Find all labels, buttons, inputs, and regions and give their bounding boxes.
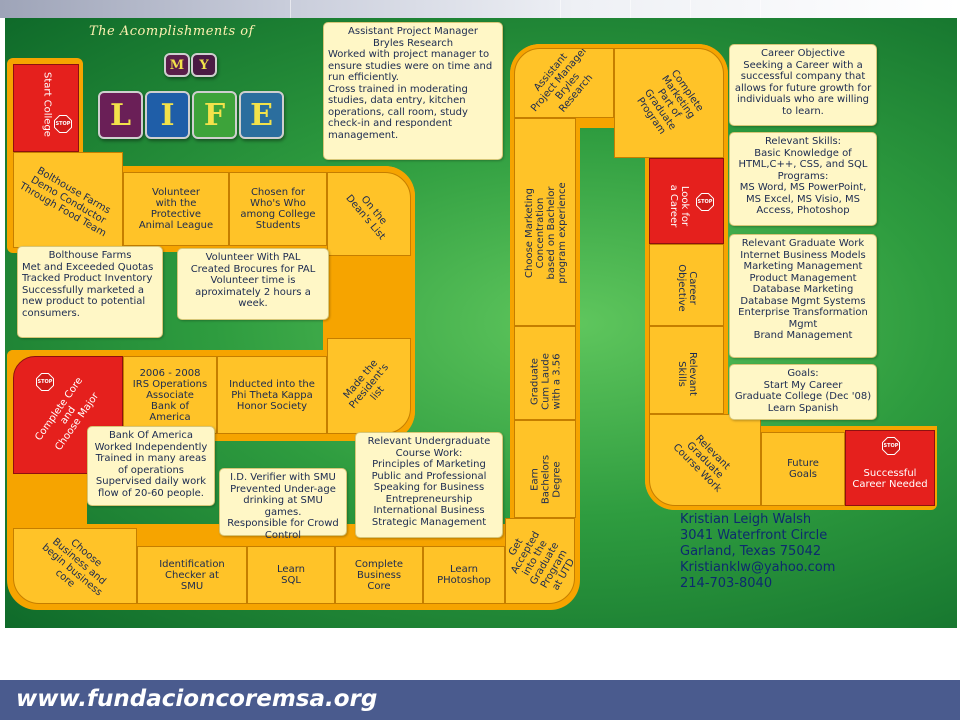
title-tile-l: L	[98, 91, 143, 139]
square-start-college: Start College STOP	[13, 64, 79, 152]
card-relevant-skills: Relevant Skills: Basic Knowledge of HTML…	[729, 132, 877, 226]
poster-title: The Acomplishments of	[89, 24, 254, 39]
board-game-poster: The Acomplishments of M Y L I F E Start …	[5, 18, 957, 628]
card-volunteer-pal: Volunteer With PAL Created Brocures for …	[177, 248, 329, 320]
card-bank-of-america: Bank Of America Worked Independently Tra…	[87, 426, 215, 506]
card-assistant-pm: Assistant Project Manager Bryles Researc…	[323, 22, 503, 160]
stop-sign-icon: STOP	[882, 437, 900, 455]
contact-city: Garland, Texas 75042	[680, 544, 822, 559]
card-career-objective: Career Objective Seeking a Career with a…	[729, 44, 877, 126]
title-tile-m: M	[164, 53, 190, 77]
contact-name: Kristian Leigh Walsh	[680, 512, 812, 527]
card-relevant-graduate-work: Relevant Graduate Work Internet Business…	[729, 234, 877, 358]
title-tile-y: Y	[191, 53, 217, 77]
contact-street: 3041 Waterfront Circle	[680, 528, 828, 543]
card-undergrad-coursework: Relevant Undergraduate Course Work: Prin…	[355, 432, 503, 538]
card-id-verifier: I.D. Verifier with SMU Prevented Under-a…	[219, 468, 347, 541]
card-bolthouse: Bolthouse Farms Met and Exceeded Quotas …	[17, 246, 163, 338]
contact-email: Kristianklw@yahoo.com	[680, 560, 836, 575]
title-tile-e: E	[239, 91, 284, 139]
contact-phone: 214-703-8040	[680, 576, 773, 591]
stop-sign-icon: STOP	[36, 373, 54, 391]
stop-sign-icon: STOP	[696, 193, 714, 211]
stop-sign-icon: STOP	[54, 115, 72, 133]
title-tile-i: I	[145, 91, 190, 139]
contact-block: Kristian Leigh Walsh 3041 Waterfront Cir…	[680, 512, 835, 592]
footer-url: www.fundacioncoremsa.org	[16, 686, 378, 712]
footer-bar: www.fundacioncoremsa.org	[0, 680, 960, 720]
card-goals: Goals: Start My Career Graduate College …	[729, 364, 877, 420]
top-banner-strip	[0, 0, 960, 18]
title-tile-f: F	[192, 91, 237, 139]
